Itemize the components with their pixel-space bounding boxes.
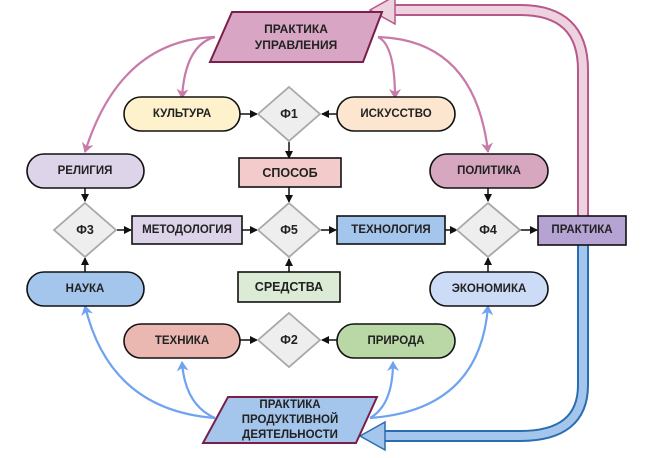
bottom-node-line3: ДЕЯТЕЛЬНОСТИ xyxy=(242,429,338,441)
svg-text:ПОЛИТИКА: ПОЛИТИКА xyxy=(457,165,521,177)
svg-text:Ф1: Ф1 xyxy=(280,107,298,121)
svg-text:РЕЛИГИЯ: РЕЛИГИЯ xyxy=(58,165,113,177)
bottom-node-line1: ПРАКТИКА xyxy=(259,399,320,411)
function-f1[interactable]: Ф1 xyxy=(256,85,322,143)
svg-text:СРЕДСТВА: СРЕДСТВА xyxy=(255,280,323,294)
svg-text:ПРАКТИКА: ПРАКТИКА xyxy=(551,224,612,236)
arrow-to-religiya xyxy=(81,35,216,153)
svg-text:МЕТОДОЛОГИЯ: МЕТОДОЛОГИЯ xyxy=(142,224,232,236)
node-praktika-upravleniya[interactable]: ПРАКТИКА УПРАВЛЕНИЯ xyxy=(208,11,384,63)
svg-text:ЭКОНОМИКА: ЭКОНОМИКА xyxy=(452,283,527,295)
svg-text:ТЕХНОЛОГИЯ: ТЕХНОЛОГИЯ xyxy=(351,224,430,236)
svg-text:Ф5: Ф5 xyxy=(280,223,298,237)
top-node-line1: ПРАКТИКА xyxy=(264,22,328,36)
node-kultura[interactable]: КУЛЬТУРА xyxy=(123,96,241,132)
svg-text:Ф4: Ф4 xyxy=(479,223,497,237)
node-praktika[interactable]: ПРАКТИКА xyxy=(537,215,627,246)
svg-text:КУЛЬТУРА: КУЛЬТУРА xyxy=(153,108,211,120)
arrow-to-kultura xyxy=(176,35,216,99)
blue-arrows xyxy=(81,305,494,420)
top-node-line2: УПРАВЛЕНИЯ xyxy=(255,38,337,52)
svg-text:ПРИРОДА: ПРИРОДА xyxy=(367,335,424,347)
arrow-to-politika xyxy=(377,35,493,153)
function-f3[interactable]: Ф3 xyxy=(52,201,118,259)
blue-band-arrowhead xyxy=(358,420,386,452)
node-metodologiya[interactable]: МЕТОДОЛОГИЯ xyxy=(131,215,243,245)
svg-text:СПОСОБ: СПОСОБ xyxy=(262,166,317,180)
svg-text:НАУКА: НАУКА xyxy=(66,283,105,295)
function-f4[interactable]: Ф4 xyxy=(455,201,522,259)
function-f5[interactable]: Ф5 xyxy=(256,201,322,259)
node-tekhnika[interactable]: ТЕХНИКА xyxy=(123,323,241,359)
feedback-band-blue xyxy=(358,244,589,452)
pink-arrows xyxy=(81,35,493,153)
node-sredstva[interactable]: СРЕДСТВА xyxy=(237,271,341,303)
arrow-to-iskusstvo xyxy=(377,36,401,99)
svg-text:Ф3: Ф3 xyxy=(76,223,94,237)
node-priroda[interactable]: ПРИРОДА xyxy=(336,323,456,359)
node-politika[interactable]: ПОЛИТИКА xyxy=(429,153,549,189)
node-ekonomika[interactable]: ЭКОНОМИКА xyxy=(429,271,549,307)
svg-text:ИСКУССТВО: ИСКУССТВО xyxy=(360,108,431,120)
node-nauka[interactable]: НАУКА xyxy=(26,271,145,307)
node-religiya[interactable]: РЕЛИГИЯ xyxy=(26,153,145,189)
node-tekhnologiya[interactable]: ТЕХНОЛОГИЯ xyxy=(336,215,446,245)
arrow-to-priroda xyxy=(369,361,399,419)
svg-text:ТЕХНИКА: ТЕХНИКА xyxy=(155,335,209,347)
arrow-to-ekonomika xyxy=(369,305,494,420)
arrow-to-nauka xyxy=(81,305,216,420)
bottom-node-line2: ПРОДУКТИВНОЙ xyxy=(242,413,338,426)
function-f2[interactable]: Ф2 xyxy=(256,311,322,369)
arrow-to-tekhnika xyxy=(176,361,216,420)
node-iskusstvo[interactable]: ИСКУССТВО xyxy=(336,96,456,132)
node-praktika-produktivnoy-deyatelnosti[interactable]: ПРАКТИКА ПРОДУКТИВНОЙ ДЕЯТЕЛЬНОСТИ xyxy=(201,396,379,444)
svg-text:Ф2: Ф2 xyxy=(280,333,298,347)
node-sposob[interactable]: СПОСОБ xyxy=(238,157,342,188)
